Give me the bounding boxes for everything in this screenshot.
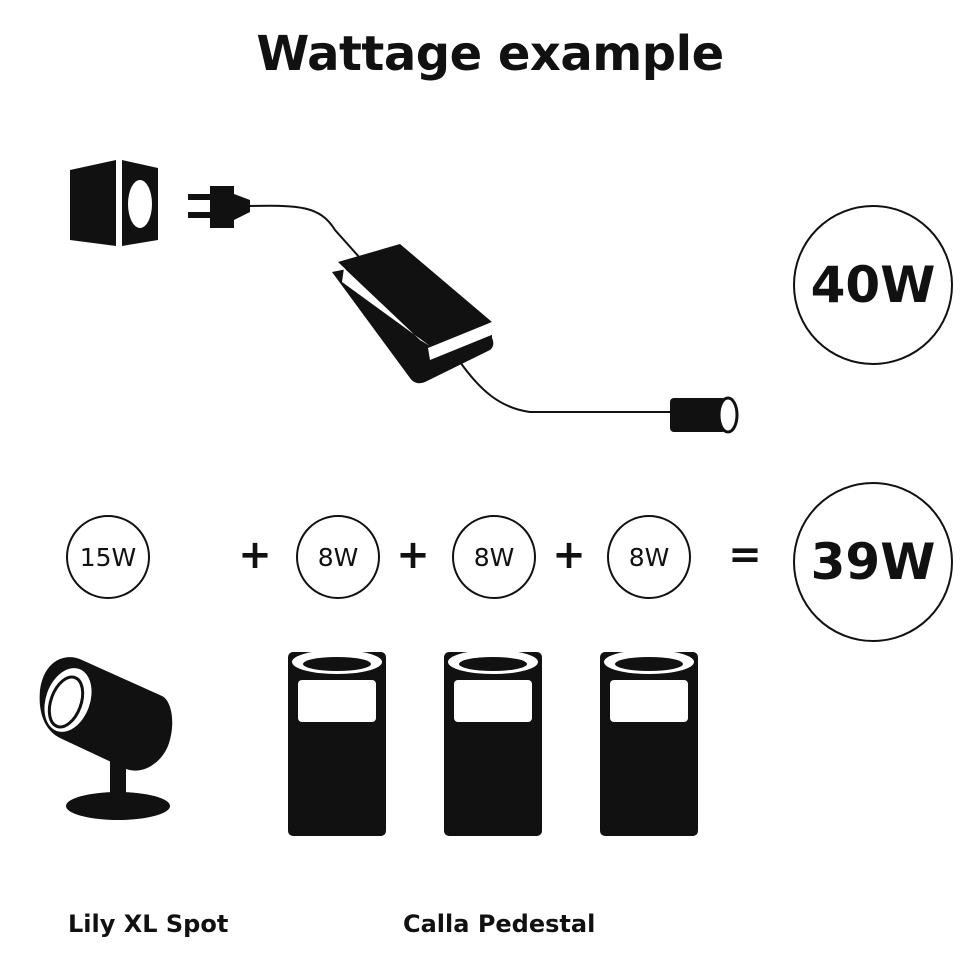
pedestal-label: Calla Pedestal xyxy=(403,910,596,938)
supply-wattage-badge: 40W xyxy=(793,205,953,365)
plus-operator: + xyxy=(552,532,586,578)
input-cable xyxy=(249,204,361,259)
wattage-badge-pedestal-3: 8W xyxy=(607,515,691,599)
wall-socket-icon xyxy=(70,160,158,246)
pedestal-icon-2 xyxy=(444,650,542,836)
plus-operator: + xyxy=(396,532,430,578)
pedestal-icon-3 xyxy=(600,650,698,836)
spotlight-icon xyxy=(39,657,173,820)
output-cable xyxy=(459,361,672,413)
wattage-badge-pedestal-1: 8W xyxy=(296,515,380,599)
wattage-badge-pedestal-2: 8W xyxy=(452,515,536,599)
page-title: Wattage example xyxy=(256,26,724,82)
spot-label: Lily XL Spot xyxy=(68,910,229,938)
plus-operator: + xyxy=(238,532,272,578)
equals-operator: = xyxy=(728,532,762,578)
total-wattage-badge: 39W xyxy=(793,482,953,642)
plug-icon xyxy=(188,186,250,228)
wattage-badge-spot: 15W xyxy=(66,515,150,599)
power-adapter-icon xyxy=(332,244,494,384)
dc-connector-icon xyxy=(670,396,739,434)
pedestal-icon-1 xyxy=(288,650,386,836)
